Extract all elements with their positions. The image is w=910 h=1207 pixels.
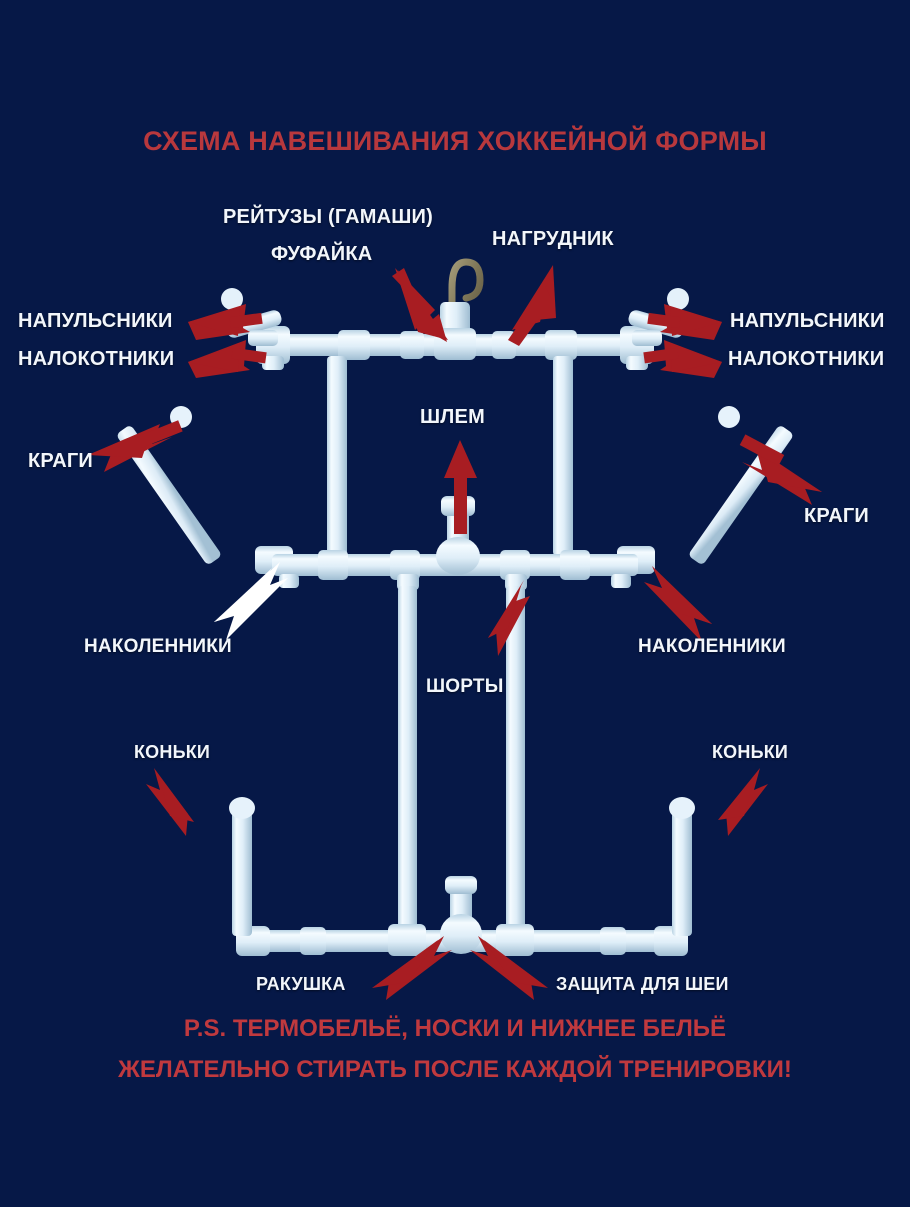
arrow-nakolenniki-left xyxy=(214,562,288,640)
arrow-napulsniki-right xyxy=(647,304,722,340)
label-napulsniki-right: НАПУЛЬСНИКИ xyxy=(730,310,885,332)
hook-icon xyxy=(448,258,484,334)
footer-line-1: P.S. ТЕРМОБЕЛЬЁ, НОСКИ И НИЖНЕЕ БЕЛЬЁ xyxy=(183,1015,727,1042)
footer-line-2: ЖЕЛАТЕЛЬНО СТИРАТЬ ПОСЛЕ КАЖДОЙ ТРЕНИРОВ… xyxy=(118,1056,792,1083)
label-nakolenniki-left: НАКОЛЕННИКИ xyxy=(84,636,232,657)
page-title: СХЕМА НАВЕШИВАНИЯ ХОККЕЙНОЙ ФОРМЫ xyxy=(143,126,767,156)
bottom-frame xyxy=(229,797,695,956)
top-crossbar xyxy=(256,302,654,370)
arrow-konki-right xyxy=(718,768,768,836)
center-right-rail xyxy=(506,586,525,938)
arrow-shlem xyxy=(444,440,477,534)
label-konki-left: КОНЬКИ xyxy=(134,742,211,762)
label-nakolenniki-right: НАКОЛЕННИКИ xyxy=(638,636,786,657)
label-napulsniki-left: НАПУЛЬСНИКИ xyxy=(18,310,173,332)
arrow-shorty xyxy=(488,580,530,656)
label-nagrudnik: НАГРУДНИК xyxy=(492,228,614,250)
arrow-napulsniki-left xyxy=(188,304,263,340)
arrow-rakushka xyxy=(372,936,452,1000)
arrow-fufaika xyxy=(392,268,448,342)
label-rakushka: РАКУШКА xyxy=(256,974,346,994)
right-vertical-post xyxy=(553,356,573,556)
arrow-zashita xyxy=(470,936,548,1000)
label-shlem: ШЛЕМ xyxy=(420,406,485,428)
label-zashita: ЗАЩИТА ДЛЯ ШЕИ xyxy=(556,974,729,994)
left-vertical-post xyxy=(327,356,347,556)
label-kragi-left: КРАГИ xyxy=(28,450,93,472)
arrow-nakolenniki-right xyxy=(644,566,712,642)
right-diagonal-arm xyxy=(617,406,793,574)
center-left-rail xyxy=(398,586,417,938)
arrow-nalokotniki-right xyxy=(643,340,722,378)
arrow-nagrudnik xyxy=(508,265,556,346)
arrow-nalokotniki-left xyxy=(188,340,267,378)
left-diagonal-arm xyxy=(117,406,293,574)
label-nalokotniki-right: НАЛОКОТНИКИ xyxy=(728,348,885,370)
label-kragi-right: КРАГИ xyxy=(804,505,869,527)
label-nalokotniki-left: НАЛОКОТНИКИ xyxy=(18,348,175,370)
label-shorty: ШОРТЫ xyxy=(426,676,504,697)
label-fufaika: ФУФАЙКА xyxy=(271,243,373,265)
arrow-kragi-left xyxy=(88,420,183,472)
label-reituzy: РЕЙТУЗЫ (ГАМАШИ) xyxy=(223,206,433,228)
arrow-konki-left xyxy=(146,768,194,836)
label-konki-right: КОНЬКИ xyxy=(712,742,789,762)
arrow-kragi-right xyxy=(739,434,822,505)
